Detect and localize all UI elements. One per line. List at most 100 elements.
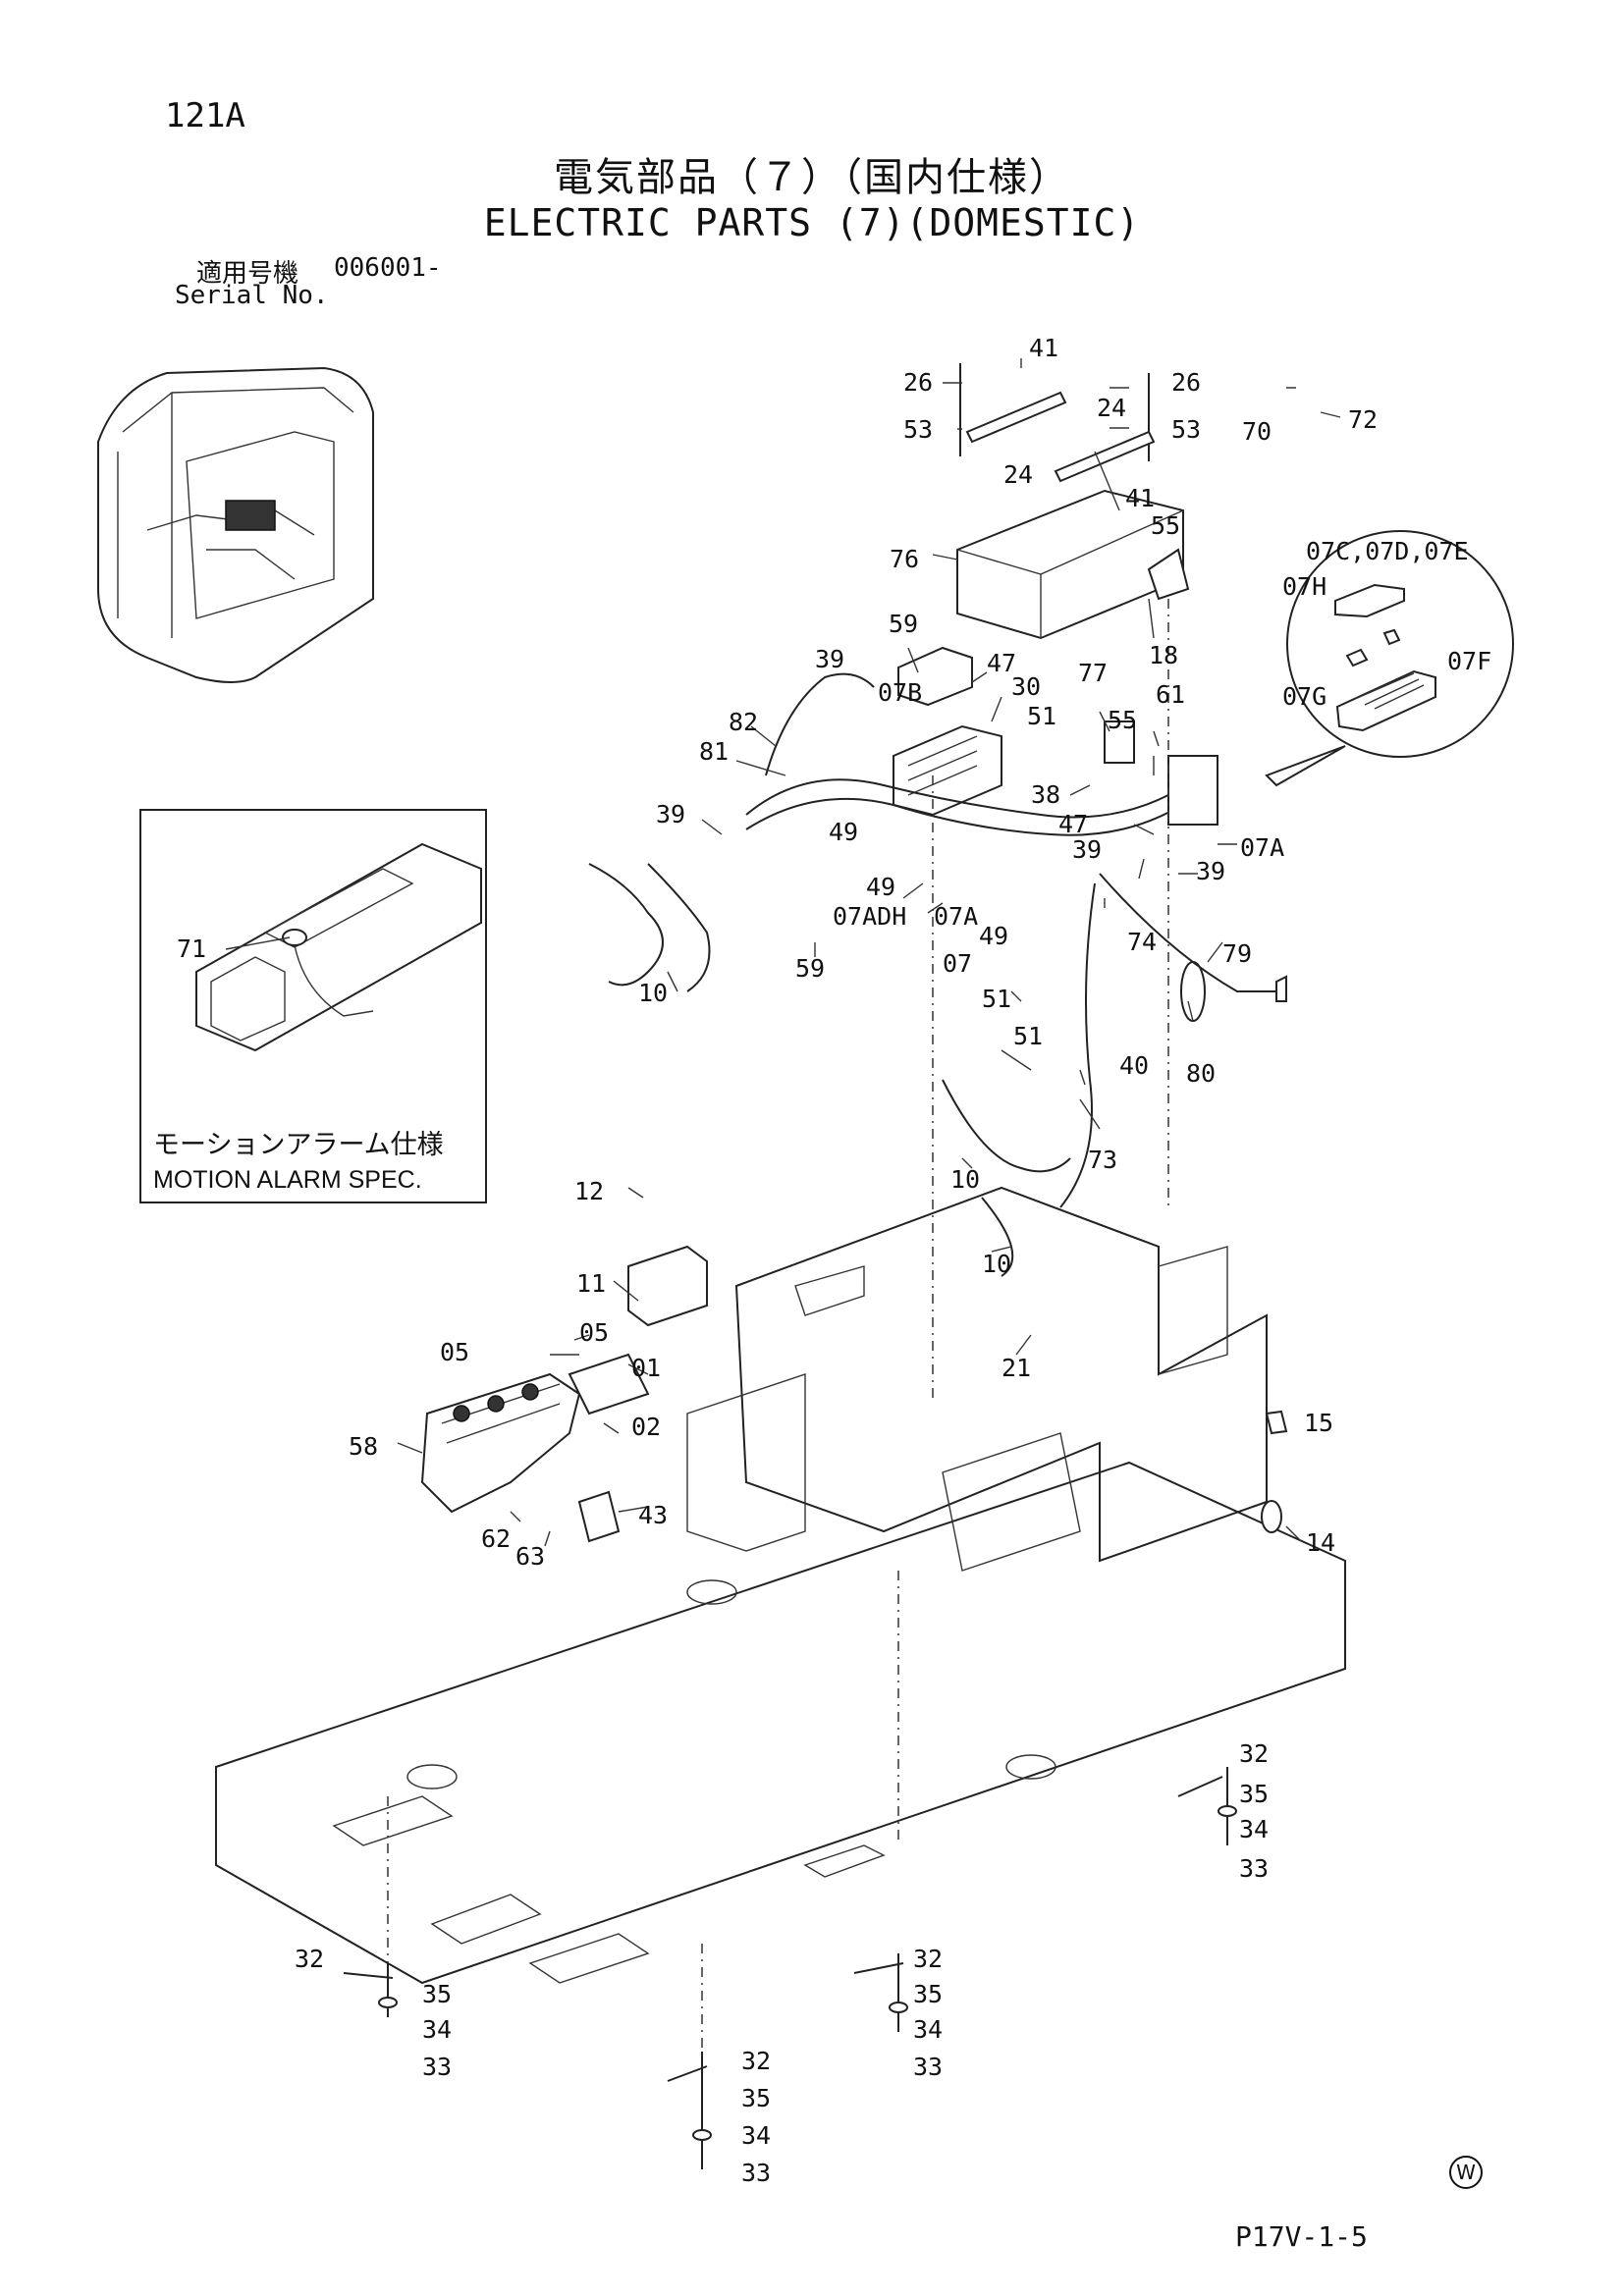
callout-14: 14	[1306, 1528, 1335, 1557]
serial-label-english: Serial No.	[175, 281, 329, 310]
title-english: ELECTRIC PARTS (7)(DOMESTIC)	[483, 201, 1141, 244]
callout-26: 26	[903, 368, 933, 397]
callout-47: 47	[1058, 810, 1088, 838]
callout-32: 32	[913, 1945, 943, 1973]
inset-label-japanese: モーションアラーム仕様	[153, 1130, 444, 1160]
callout-38: 38	[1031, 780, 1060, 809]
ground-straps	[343, 1767, 1237, 2169]
detail-label-07f: 07F	[1447, 647, 1491, 675]
inset-callout: 71	[177, 934, 206, 963]
callout-49: 49	[829, 818, 858, 846]
callout-34: 34	[1239, 1815, 1269, 1843]
callout-41: 41	[1029, 334, 1058, 362]
callout-61: 61	[1156, 680, 1185, 709]
inset-label-english: MOTION ALARM SPEC.	[153, 1166, 422, 1194]
callout-33: 33	[422, 2053, 452, 2081]
leader-lines	[397, 358, 1341, 1547]
callout-77: 77	[1078, 659, 1108, 687]
detail-circle: 07C,07D,07E 07H 07F 07G	[1265, 530, 1514, 787]
callout-53: 53	[1171, 415, 1201, 444]
callout-10: 10	[950, 1165, 980, 1194]
callout-39: 39	[656, 800, 685, 828]
callout-21: 21	[1001, 1354, 1031, 1382]
callout-39: 39	[1072, 835, 1102, 864]
callout-34: 34	[422, 2015, 452, 2044]
callout-72: 72	[1348, 405, 1378, 434]
callout-24: 24	[1097, 394, 1126, 422]
callout-81: 81	[699, 737, 729, 766]
callout-18: 18	[1149, 641, 1178, 669]
callout-35: 35	[741, 2084, 771, 2112]
callout-47: 47	[987, 649, 1016, 677]
callout-26: 26	[1171, 368, 1201, 397]
title-japanese: 電気部品（７）（国内仕様）	[554, 155, 1070, 200]
callout-11: 11	[576, 1269, 606, 1298]
callout-58: 58	[349, 1432, 378, 1461]
callout-82: 82	[729, 708, 758, 736]
copyright-mark: W	[1449, 2156, 1483, 2189]
serial-number-value: 006001-	[334, 253, 442, 283]
callout-07b: 07B	[878, 678, 922, 707]
callout-59: 59	[795, 954, 825, 983]
callout-02: 02	[631, 1413, 661, 1441]
controller-assembly	[956, 363, 1190, 640]
detail-label-07c: 07C,07D,07E	[1306, 537, 1469, 565]
callout-79: 79	[1222, 939, 1252, 968]
callout-30: 30	[1011, 672, 1041, 701]
switch-panel	[420, 1245, 1288, 1543]
callout-53: 53	[903, 415, 933, 444]
callout-51: 51	[982, 985, 1011, 1013]
callout-70: 70	[1242, 417, 1272, 446]
callout-12: 12	[574, 1177, 604, 1205]
harness-assembly	[588, 646, 1287, 1277]
callout-35: 35	[422, 1980, 452, 2008]
page-code: 121A	[165, 96, 245, 135]
callouts: 41 26 26 53 53 24 24 41 55 70 72 76 18 5…	[295, 334, 1378, 2187]
callout-32: 32	[295, 1945, 324, 1973]
callout-32: 32	[1239, 1739, 1269, 1768]
callout-74: 74	[1127, 928, 1157, 956]
page-reference: P17V-1-5	[1235, 2220, 1368, 2253]
callout-63: 63	[515, 1542, 545, 1571]
callout-34: 34	[913, 2015, 943, 2044]
callout-39: 39	[815, 645, 844, 673]
callout-05: 05	[440, 1338, 469, 1366]
callout-33: 33	[741, 2159, 771, 2187]
callout-76: 76	[890, 545, 919, 573]
detail-label-07g: 07G	[1282, 682, 1326, 711]
callout-59: 59	[889, 610, 918, 638]
callout-51: 51	[1013, 1022, 1043, 1050]
callout-10: 10	[982, 1250, 1011, 1278]
callout-07a: 07A	[1240, 833, 1284, 862]
callout-62: 62	[481, 1524, 511, 1553]
callout-10: 10	[638, 979, 668, 1007]
callout-07adh: 07ADH	[833, 902, 906, 931]
callout-55: 55	[1151, 511, 1180, 540]
callout-01: 01	[631, 1354, 661, 1382]
cab-thumbnail	[97, 366, 374, 683]
callout-73: 73	[1088, 1146, 1117, 1174]
callout-49: 49	[979, 922, 1008, 950]
callout-15: 15	[1304, 1409, 1333, 1437]
callout-07a: 07A	[934, 902, 978, 931]
callout-07: 07	[943, 949, 972, 978]
callout-51: 51	[1027, 702, 1056, 730]
serial-label-japanese: 適用号機	[196, 259, 299, 289]
callout-33: 33	[913, 2053, 943, 2081]
callout-55: 55	[1108, 706, 1137, 734]
callout-35: 35	[913, 1980, 943, 2008]
callout-41: 41	[1125, 484, 1155, 512]
callout-43: 43	[638, 1501, 668, 1529]
callout-33: 33	[1239, 1854, 1269, 1883]
callout-80: 80	[1186, 1059, 1216, 1088]
callout-49: 49	[866, 873, 895, 901]
callout-35: 35	[1239, 1780, 1269, 1808]
motion-alarm-inset: 71 モーションアラーム仕様 MOTION ALARM SPEC.	[139, 809, 487, 1203]
callout-24: 24	[1003, 460, 1033, 489]
callout-05: 05	[579, 1318, 609, 1347]
detail-label-07h: 07H	[1282, 572, 1326, 601]
callout-32: 32	[741, 2047, 771, 2075]
callout-39: 39	[1196, 857, 1225, 885]
callout-40: 40	[1119, 1051, 1149, 1080]
